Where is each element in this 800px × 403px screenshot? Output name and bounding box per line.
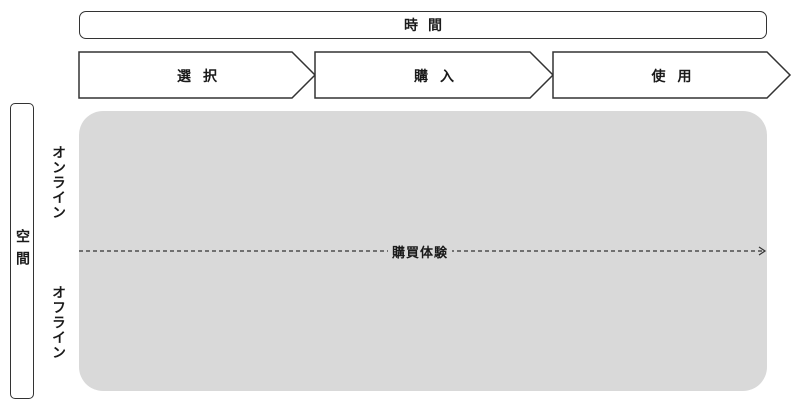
space-axis-label: 空間 xyxy=(14,229,30,273)
flow-label: 購買体験 xyxy=(388,241,453,261)
phase-label-use: 使用 xyxy=(651,69,704,85)
time-axis-header: 時間 xyxy=(79,11,767,39)
phase-label-purchase: 購入 xyxy=(414,69,466,85)
channel-offline-label: オフライン xyxy=(50,285,66,360)
space-axis-header: 空間 xyxy=(10,103,34,399)
channel-offline: オフライン xyxy=(48,285,68,364)
channel-online: オンライン xyxy=(48,145,68,224)
phase-label-select: 選択 xyxy=(177,69,229,85)
channel-online-label: オンライン xyxy=(50,145,66,220)
time-axis-label: 時間 xyxy=(404,18,452,34)
